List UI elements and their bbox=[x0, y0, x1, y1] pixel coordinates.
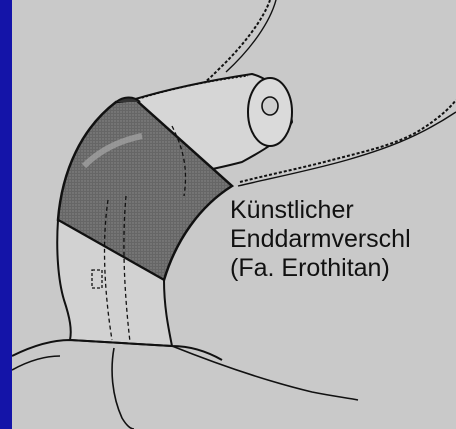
device-caption: Künstlicher Enddarmverschl (Fa. Erothita… bbox=[230, 196, 456, 283]
illustration-panel: Künstlicher Enddarmverschl (Fa. Erothita… bbox=[12, 0, 456, 429]
caption-line-2: Enddarmverschl bbox=[230, 225, 456, 254]
strap-left bbox=[12, 356, 60, 370]
caption-line-3: (Fa. Erothitan) bbox=[230, 254, 456, 283]
strap-right bbox=[172, 346, 358, 400]
strap-bottom bbox=[112, 348, 134, 429]
caption-line-1: Künstlicher bbox=[230, 196, 456, 225]
tube-opening-inner bbox=[262, 97, 278, 115]
